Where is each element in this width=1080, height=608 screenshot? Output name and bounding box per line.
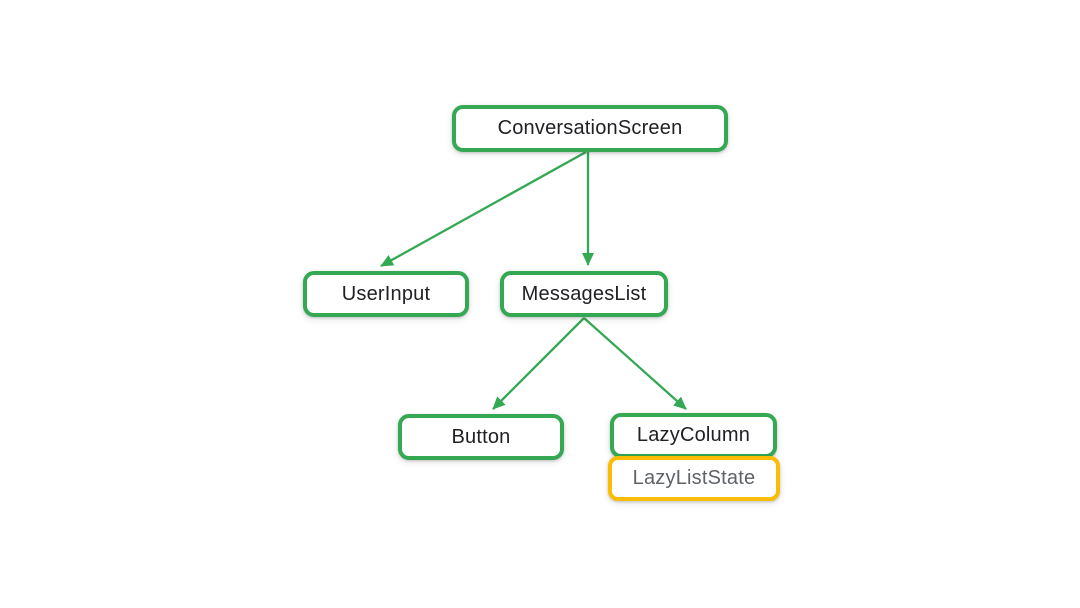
node-label-lazy-list-state: LazyListState <box>632 467 756 489</box>
edge-conversationscreen-userinput <box>380 150 587 268</box>
node-conversation-screen: ConversationScreen <box>452 105 728 152</box>
node-label-conversation-screen: ConversationScreen <box>497 117 683 139</box>
node-label-lazy-column: LazyColumn <box>636 424 751 446</box>
edge-messageslist-button <box>492 317 585 410</box>
node-button: Button <box>398 414 564 460</box>
node-label-user-input: UserInput <box>341 282 431 305</box>
edge-messageslist-lazycolumn <box>583 317 687 410</box>
node-label-button: Button <box>451 425 511 448</box>
node-label-messages-list: MessagesList <box>521 282 647 305</box>
node-messages-list: MessagesList <box>500 271 668 317</box>
node-lazy-column: LazyColumn <box>610 413 777 458</box>
node-user-input: UserInput <box>303 271 469 317</box>
node-lazy-list-state: LazyListState <box>608 456 780 501</box>
